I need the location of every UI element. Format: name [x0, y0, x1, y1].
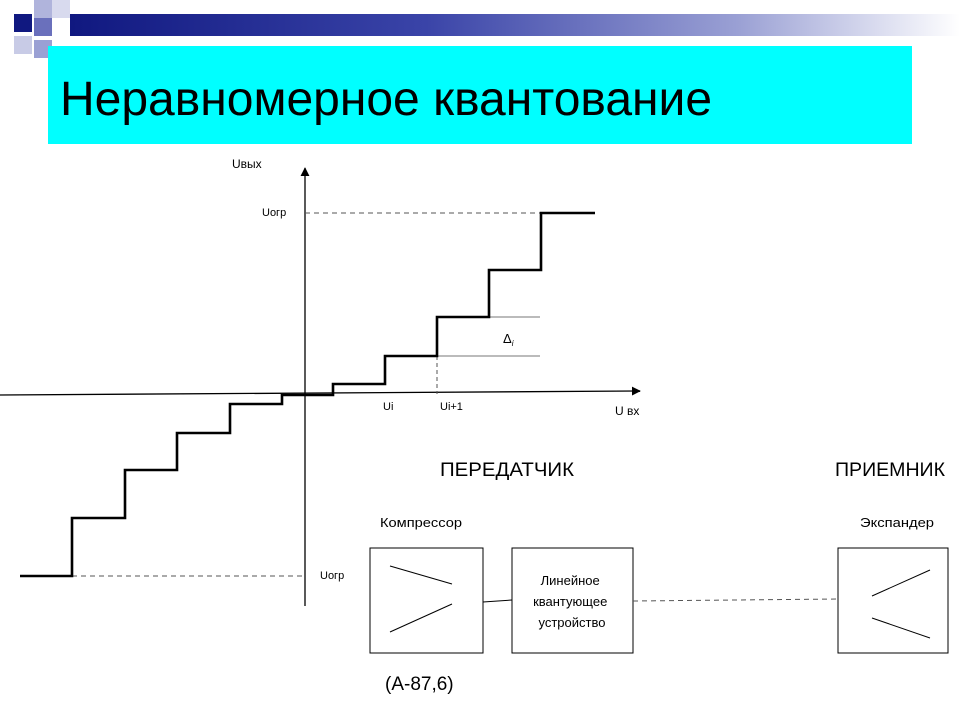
compressor-block	[369, 547, 484, 654]
x-axis-label: U вх	[615, 404, 639, 418]
reference-label: (А-87,6)	[385, 674, 454, 695]
quantizer-line-3: устройство	[539, 615, 606, 630]
transmitter-heading: ПЕРЕДАТЧИК	[440, 460, 574, 481]
connector-compressor-quantizer	[482, 599, 513, 603]
delta-symbol: Δ	[503, 331, 512, 346]
uogr-top-label: Uогр	[262, 207, 286, 219]
corner-square-4	[34, 18, 52, 36]
quantizer-block	[511, 547, 634, 654]
ui-label: Ui	[383, 401, 393, 413]
corner-square-6	[34, 40, 52, 58]
expander-curve-lower	[871, 617, 931, 639]
quantizer-text: Линейное квантующее устройство	[533, 573, 611, 630]
corner-square-2	[34, 0, 52, 18]
delta-label: Δi	[503, 331, 514, 348]
receiver-heading: ПРИЕМНИК	[835, 460, 945, 481]
corner-square-3	[52, 0, 70, 18]
expander-curve-upper	[871, 569, 931, 597]
channel-link	[632, 598, 839, 602]
delta-subscript: i	[512, 339, 514, 348]
uogr-bottom-label: Uогр	[320, 570, 344, 582]
corner-square-1	[14, 14, 32, 32]
slide-title: Неравномерное квантование	[60, 73, 713, 126]
corner-square-5	[14, 36, 32, 54]
quantizer-line-2: квантующее	[533, 594, 607, 609]
compressor-curve-lower	[389, 603, 453, 633]
expander-label: Экспандер	[860, 515, 934, 530]
compressor-label: Компрессор	[380, 515, 462, 530]
compressor-curve-upper	[389, 565, 453, 585]
title-background	[48, 46, 912, 144]
quantizer-line-1: Линейное	[541, 573, 600, 588]
ui1-label: Ui+1	[440, 401, 463, 413]
y-axis-label: Uвых	[232, 157, 262, 171]
x-axis	[0, 386, 641, 396]
expander-block	[837, 547, 949, 654]
quantization-staircase	[20, 211, 595, 578]
header-gradient-bar	[70, 14, 960, 36]
